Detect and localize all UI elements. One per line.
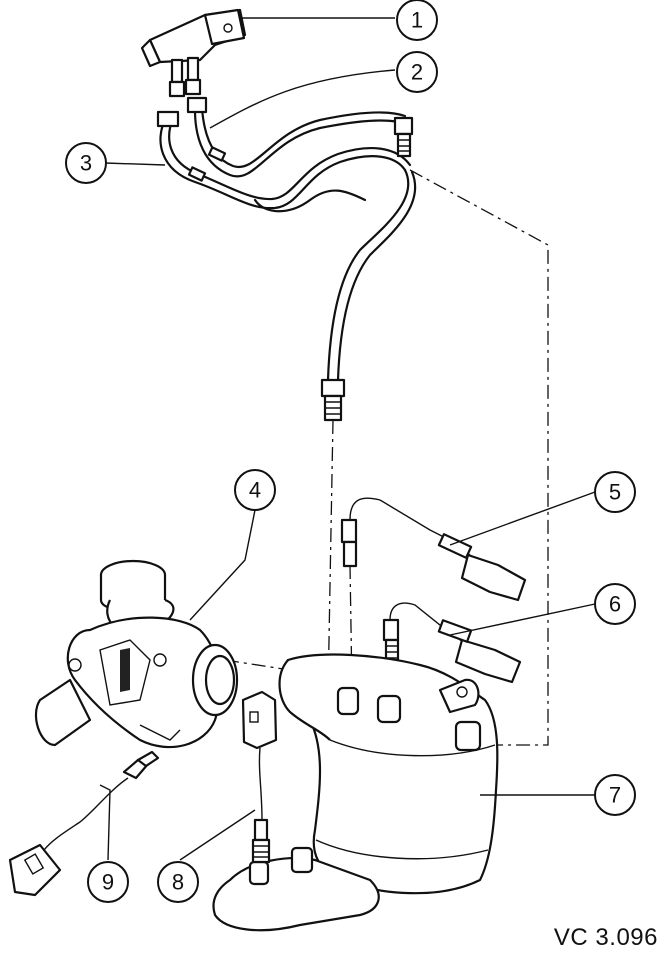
figure-code: VC 3.096 bbox=[553, 924, 658, 951]
callout-7-label: 7 bbox=[609, 783, 621, 808]
callout-leaders bbox=[99, 17, 596, 861]
callout-8: 8 bbox=[157, 861, 199, 903]
callout-1: 1 bbox=[396, 0, 438, 41]
particulate-filter bbox=[212, 653, 499, 932]
temperature-sender-left bbox=[8, 750, 160, 897]
pressure-sensor bbox=[140, 8, 247, 98]
turbocharger bbox=[35, 559, 239, 749]
callout-4-label: 4 bbox=[249, 478, 261, 503]
pressure-hoses bbox=[156, 96, 417, 422]
callout-8-label: 8 bbox=[172, 870, 184, 895]
callout-4: 4 bbox=[234, 469, 276, 511]
callout-5-label: 5 bbox=[609, 480, 621, 505]
lambda-sensor-upper bbox=[340, 497, 527, 602]
callout-2: 2 bbox=[396, 51, 438, 93]
temperature-sender-right bbox=[241, 690, 278, 864]
callout-3-label: 3 bbox=[80, 151, 92, 176]
callout-6-label: 6 bbox=[609, 592, 621, 617]
callout-9: 9 bbox=[87, 861, 129, 903]
callout-6: 6 bbox=[594, 583, 636, 625]
callout-2-label: 2 bbox=[411, 60, 423, 85]
callout-1-label: 1 bbox=[411, 8, 423, 33]
callout-5: 5 bbox=[594, 471, 636, 513]
callout-3: 3 bbox=[65, 142, 107, 184]
callout-9-label: 9 bbox=[102, 870, 114, 895]
callout-7: 7 bbox=[594, 774, 636, 816]
lambda-sensor-lower bbox=[382, 602, 522, 684]
